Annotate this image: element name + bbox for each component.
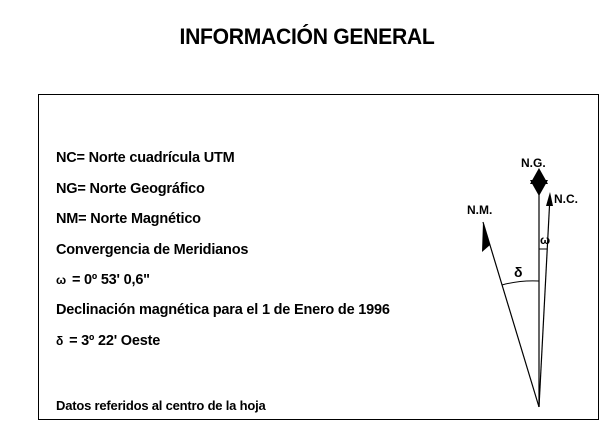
magnetic-north-line [482,221,540,408]
omega-value: = 0º 53' 0,6" [71,272,150,288]
magnetic-north-arrowhead [482,222,490,252]
nm-label: N.M. [467,203,492,217]
page-title: INFORMACIÓN GENERAL [179,24,435,49]
convergence-value: ω = 0º 53' 0,6" [56,272,150,288]
grid-north-line [538,195,551,408]
delta-symbol: δ [56,334,64,348]
nm-definition: NM= Norte Magnético [56,211,201,227]
footnote: Datos referidos al centro de la hoja [56,398,266,413]
omega-angle-label: ω [540,233,550,247]
grid-north-arrowhead [546,192,553,206]
omega-symbol: ω [56,273,66,287]
ng-label: N.G. [521,156,546,170]
declination-heading: Declinación magnética para el 1 de Enero… [56,302,390,318]
nc-label: N.C. [554,192,578,206]
star-icon [530,168,548,196]
info-panel [38,94,599,420]
ng-definition: NG= Norte Geográfico [56,181,205,197]
delta-value: = 3º 22' Oeste [69,333,161,349]
declination-value: δ = 3º 22' Oeste [56,333,160,349]
declination-arc [501,280,540,286]
nc-definition: NC= Norte cuadrícula UTM [56,150,235,166]
convergence-heading: Convergencia de Meridianos [56,242,249,258]
delta-angle-label: δ [514,264,523,280]
